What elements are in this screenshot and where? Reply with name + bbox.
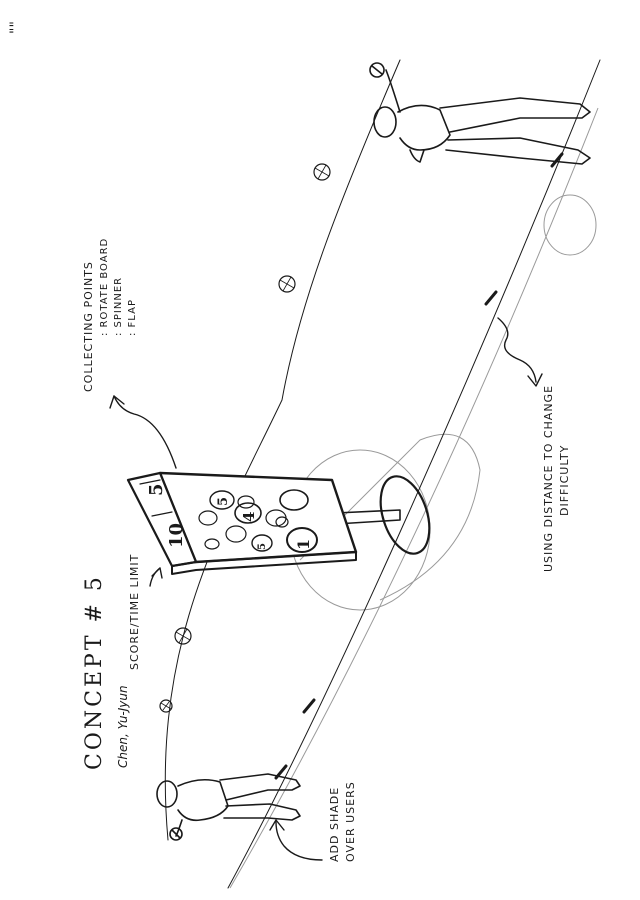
ball-trajectory — [164, 59, 401, 841]
person-icon — [369, 62, 591, 165]
ball-icon — [278, 275, 296, 293]
stand-icon — [335, 475, 431, 555]
distance-mark — [550, 152, 564, 168]
ball-icon — [159, 699, 173, 713]
ball-icon — [313, 163, 331, 181]
ball-icon — [174, 627, 192, 645]
person-icon — [156, 773, 301, 841]
game-board — [126, 471, 358, 575]
pencil-circle-right — [543, 194, 597, 256]
distance-mark — [302, 698, 316, 714]
distance-mark — [484, 290, 498, 306]
ground-line — [227, 59, 601, 889]
